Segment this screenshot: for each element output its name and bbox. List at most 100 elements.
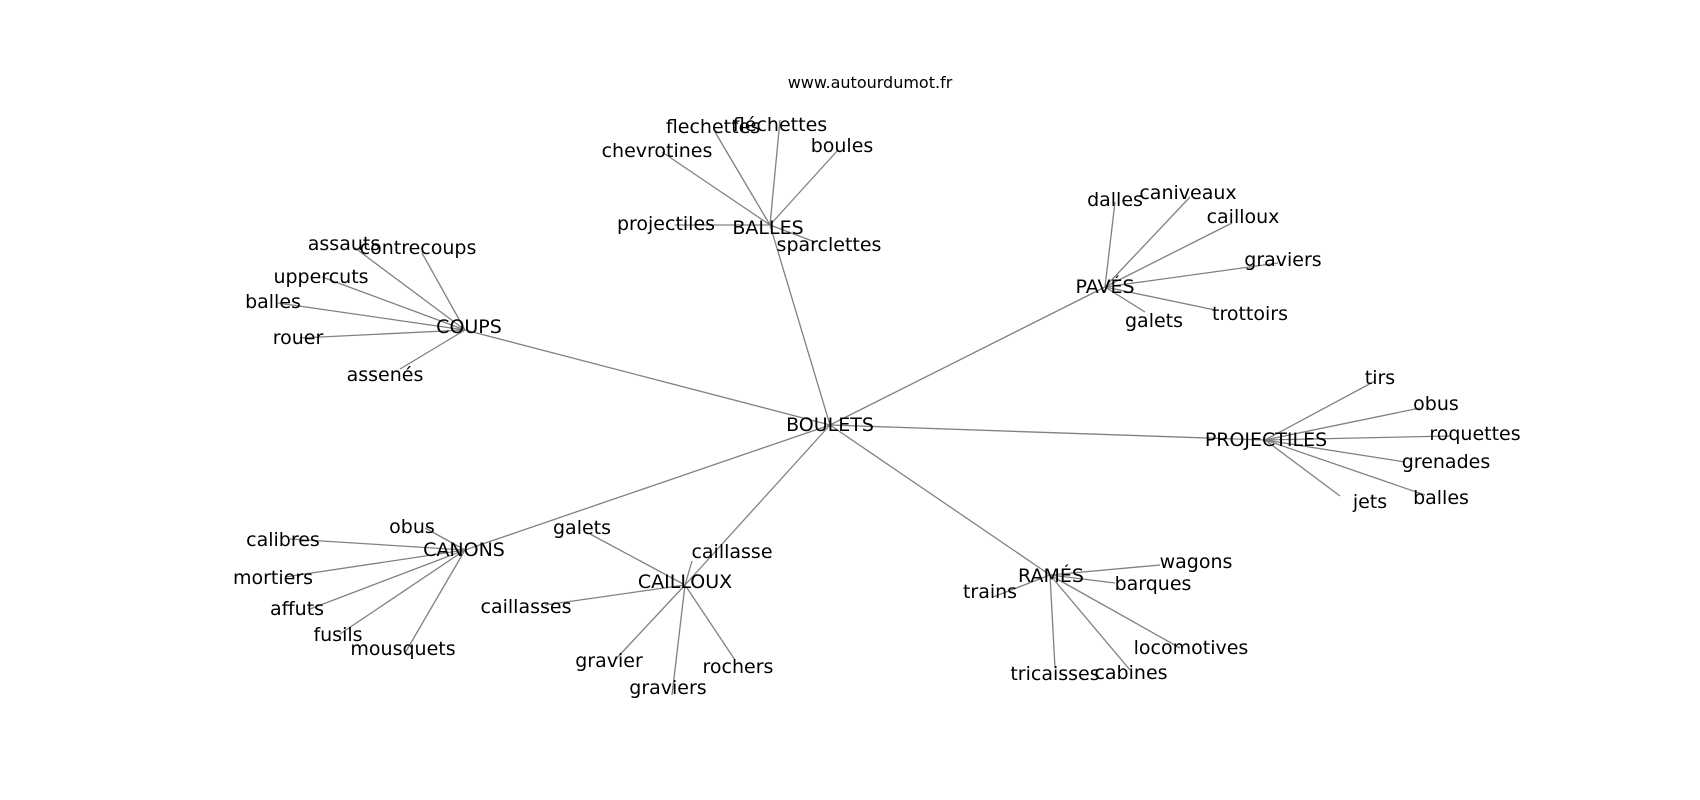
edge-projectiles-roquettes: [1264, 435, 1451, 441]
hub-node-projectiles[interactable]: PROJECTILES: [1205, 429, 1327, 451]
leaf-node-locomotives[interactable]: locomotives: [1134, 637, 1249, 659]
leaf-node-caillasses[interactable]: caillasses: [481, 596, 572, 618]
hub-node-balles[interactable]: BALLES: [732, 217, 803, 239]
leaf-node-tirs[interactable]: tirs: [1365, 367, 1395, 389]
edge-center-projectiles: [829, 424, 1266, 441]
hub-node-coups[interactable]: COUPS: [436, 316, 502, 338]
leaf-node-gravier[interactable]: gravier: [575, 650, 643, 672]
edge-balles-chevrotines: [661, 151, 771, 226]
leaf-node-dalles[interactable]: dalles: [1087, 189, 1143, 211]
edge-balles-sparclettes: [769, 224, 816, 243]
leaf-node-graviers[interactable]: graviers: [1244, 249, 1321, 271]
edge-projectiles-tirs: [1264, 380, 1376, 441]
leaf-node-caillasse[interactable]: caillasse: [691, 541, 772, 563]
leaf-node-boules[interactable]: boules: [811, 135, 874, 157]
hub-node-cailloux[interactable]: CAILLOUX: [638, 571, 732, 593]
edge-rames-locomotives: [1049, 574, 1181, 649]
leaf-node-roquettes[interactable]: roquettes: [1429, 423, 1520, 445]
center-node-label[interactable]: BOULETS: [786, 414, 874, 436]
leaf-node-flechettes[interactable]: fléchettes: [733, 114, 827, 136]
leaf-node-affuts[interactable]: affuts: [270, 598, 324, 620]
leaf-node-uppercuts[interactable]: uppercuts: [273, 266, 368, 288]
edge-rames-barques: [1049, 574, 1116, 584]
edge-projectiles-balles: [1264, 439, 1426, 496]
leaf-node-jets[interactable]: jets: [1352, 491, 1387, 513]
leaf-node-projectiles[interactable]: projectiles: [617, 213, 715, 235]
leaf-node-rouer[interactable]: rouer: [273, 327, 324, 349]
edge-paves-dalles: [1104, 201, 1116, 288]
leaf-node-tricaisses[interactable]: tricaisses: [1010, 663, 1099, 685]
hub-node-rames[interactable]: RAMÉS: [1018, 564, 1084, 587]
leaf-node-sparclettes[interactable]: sparclettes: [777, 234, 882, 256]
edge-projectiles-obus: [1264, 407, 1421, 441]
edge-cailloux-galets: [589, 533, 686, 586]
leaf-node-trains[interactable]: trains: [963, 581, 1017, 603]
edge-projectiles-grenades: [1264, 439, 1406, 463]
edge-cailloux-graviers: [671, 584, 686, 696]
leaf-node-galets[interactable]: galets: [1125, 310, 1183, 332]
edge-rames-wagons: [1049, 564, 1161, 576]
leaf-node-calibres[interactable]: calibres: [246, 529, 320, 551]
edge-coups-uppercuts: [321, 276, 466, 331]
edge-coups-assenes: [399, 329, 466, 370]
edge-center-rames: [829, 424, 1051, 576]
edge-canons-fusils: [339, 549, 466, 635]
leaf-node-obus[interactable]: obus: [389, 516, 435, 538]
leaf-node-contrecoups[interactable]: contrecoups: [360, 237, 477, 259]
edge-rames-cabines: [1049, 574, 1131, 671]
edge-paves-trottoirs: [1104, 286, 1216, 311]
leaf-node-assauts[interactable]: assauts: [308, 233, 380, 255]
leaf-node-cailloux[interactable]: cailloux: [1207, 206, 1280, 228]
edge-center-canons: [464, 424, 831, 551]
edge-center-coups: [464, 329, 831, 426]
edge-center-cailloux: [684, 424, 831, 586]
leaf-node-graviers[interactable]: graviers: [629, 677, 706, 699]
edge-rames-trains: [992, 574, 1051, 598]
leaf-node-galets[interactable]: galets: [553, 517, 611, 539]
edge-cailloux-caillasse: [684, 560, 693, 586]
leaf-node-caniveaux[interactable]: caniveaux: [1139, 182, 1236, 204]
edge-paves-graviers: [1104, 262, 1279, 288]
leaf-node-wagons[interactable]: wagons: [1160, 551, 1233, 573]
leaf-node-trottoirs[interactable]: trottoirs: [1212, 303, 1288, 325]
leaf-node-barques[interactable]: barques: [1115, 573, 1192, 595]
edge-coups-assauts: [354, 247, 466, 331]
edge-coups-contrecoups: [421, 252, 466, 331]
edges: [277, 119, 1451, 696]
hub-node-paves[interactable]: PAVÉS: [1075, 275, 1134, 298]
edge-paves-caniveaux: [1104, 196, 1191, 288]
edge-canons-affuts: [309, 549, 466, 610]
leaf-node-rochers[interactable]: rochers: [703, 656, 774, 678]
leaf-node-grenades[interactable]: grenades: [1402, 451, 1490, 473]
edge-cailloux-gravier: [614, 584, 686, 661]
leaf-node-balles[interactable]: balles: [1413, 487, 1469, 509]
edge-canons-calibres: [289, 538, 466, 551]
edge-center-balles: [769, 224, 831, 426]
leaf-node-assenes[interactable]: assenés: [347, 364, 424, 386]
edge-coups-balles: [277, 302, 466, 331]
edge-balles-boules: [769, 149, 839, 226]
leaf-node-cabines[interactable]: cabines: [1094, 662, 1167, 684]
leaf-node-fusils[interactable]: fusils: [313, 624, 362, 646]
leaf-node-balles[interactable]: balles: [245, 291, 301, 313]
edge-cailloux-caillasses: [544, 584, 686, 606]
leaf-node-obus[interactable]: obus: [1413, 393, 1459, 415]
edge-balles-flechettes: [714, 131, 771, 226]
site-label: www.autourdumot.fr: [788, 73, 953, 92]
edge-paves-cailloux: [1104, 222, 1233, 288]
edge-cailloux-rochers: [684, 584, 736, 661]
edge-balles-flechettes: [769, 119, 781, 226]
edge-paves-galets: [1104, 286, 1146, 313]
edge-rames-tricaisses: [1049, 574, 1056, 669]
leaf-node-mortiers[interactable]: mortiers: [233, 567, 313, 589]
edge-canons-mortiers: [284, 549, 466, 578]
edge-projectiles-jets: [1264, 439, 1341, 497]
leaf-node-flechettes[interactable]: flechettes: [666, 116, 760, 138]
edge-canons-mousquets: [404, 549, 466, 654]
hub-node-canons[interactable]: CANONS: [423, 539, 505, 561]
leaf-node-chevrotines[interactable]: chevrotines: [602, 140, 713, 162]
leaf-node-mousquets[interactable]: mousquets: [350, 638, 455, 660]
edge-canons-obus: [424, 527, 466, 551]
